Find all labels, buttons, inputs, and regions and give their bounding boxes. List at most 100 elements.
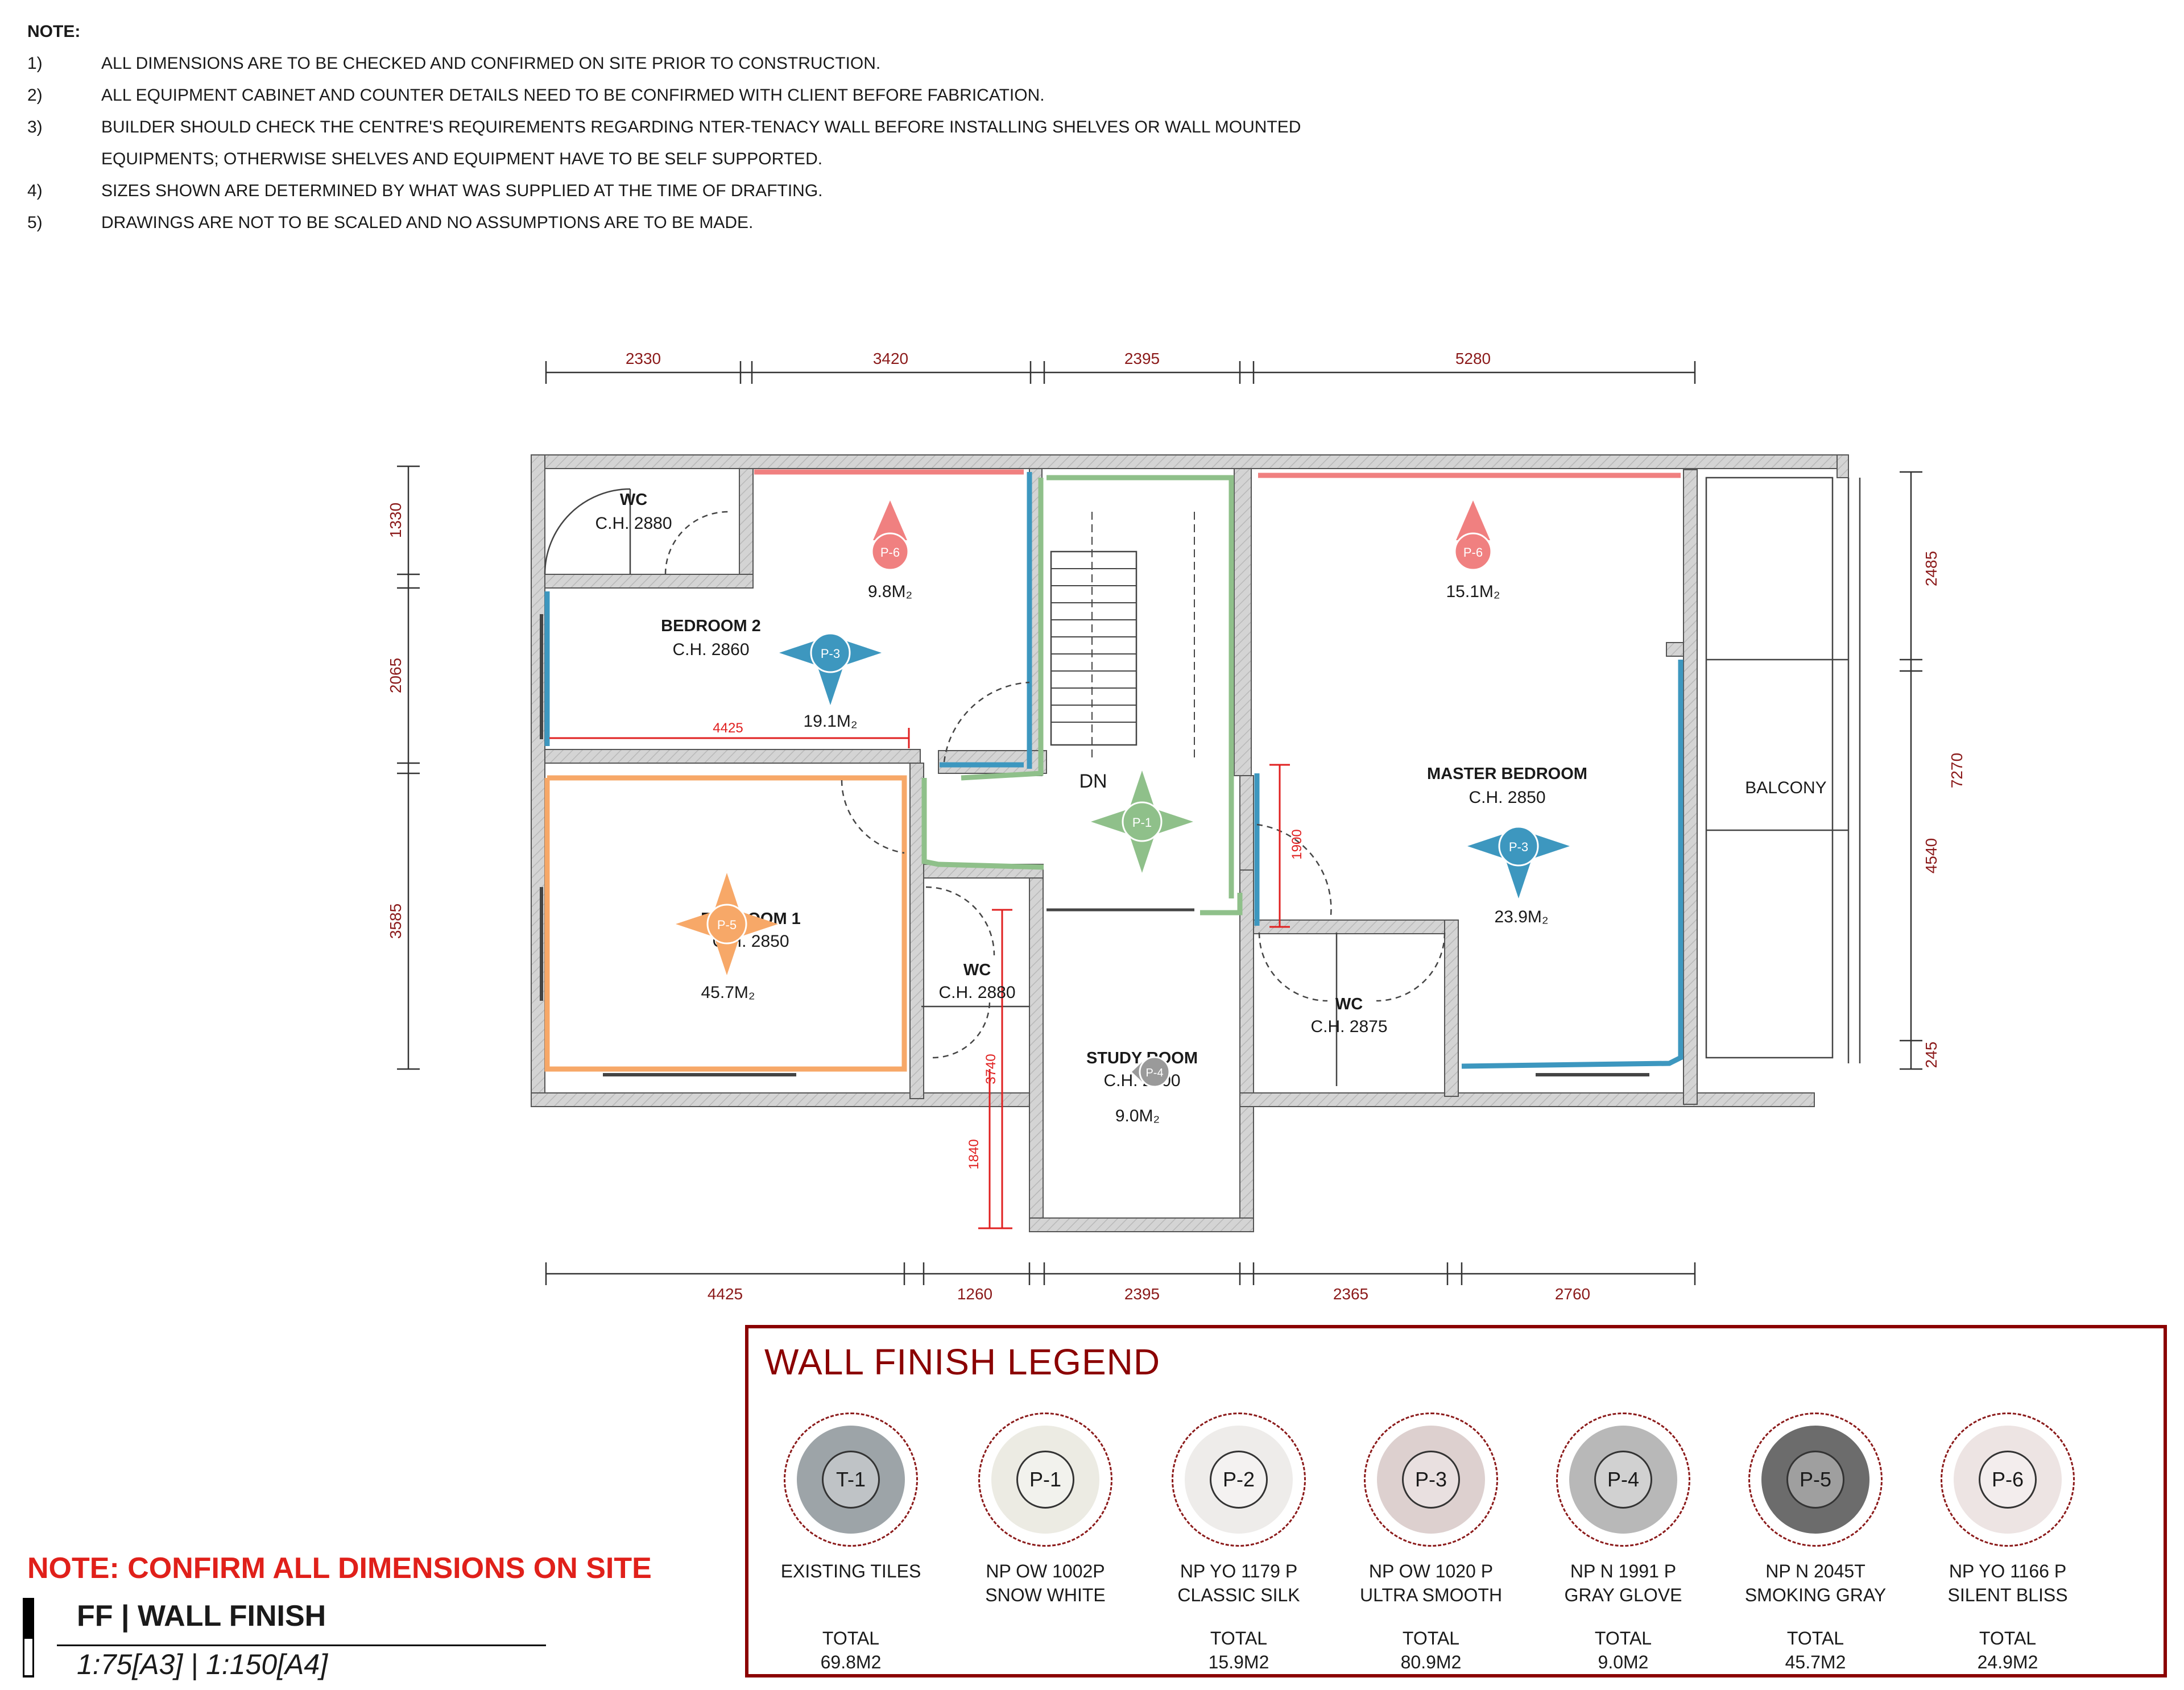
marker-p5-bedroom1: P-5 bbox=[676, 873, 778, 975]
marker-p4-study: P-4 bbox=[1132, 1056, 1170, 1088]
legend-title: WALL FINISH LEGEND bbox=[764, 1341, 1161, 1382]
wall-finish-legend: WALL FINISH LEGEND T-1 EXISTING TILES TO… bbox=[745, 1325, 2167, 1677]
note-number: 3) bbox=[27, 118, 43, 136]
note-text: ALL DIMENSIONS ARE TO BE CHECKED AND CON… bbox=[101, 54, 881, 73]
balcony-name: BALCONY bbox=[1745, 778, 1826, 797]
drawing-title: FF | WALL FINISH bbox=[77, 1600, 326, 1633]
drawing-scale: 1:75[A3] | 1:150[A4] bbox=[77, 1648, 328, 1680]
p3-code: P-3 bbox=[821, 647, 840, 661]
dim-right-3: 245 bbox=[1922, 1042, 1940, 1068]
swatch-code: P-5 bbox=[1786, 1451, 1844, 1509]
note-item: 3) BUILDER SHOULD CHECK THE CENTRE'S REQU… bbox=[27, 111, 1449, 143]
dim-top-2: 3420 bbox=[873, 350, 908, 367]
swatch-ring: P-2 bbox=[1172, 1413, 1306, 1547]
note-text: BUILDER SHOULD CHECK THE CENTRE'S REQUIR… bbox=[101, 118, 1301, 136]
note-item: 1)ALL DIMENSIONS ARE TO BE CHECKED AND C… bbox=[27, 48, 1449, 80]
swatch-code: P-2 bbox=[1210, 1451, 1268, 1509]
finish-markers: P-6 P-6 P-3 P-3 P-1 bbox=[676, 500, 1570, 1088]
marker-p3-bedroom2: P-3 bbox=[779, 632, 882, 705]
dim-internal-1: 4425 bbox=[713, 720, 743, 736]
swatch-ring: P-5 bbox=[1748, 1413, 1883, 1547]
dim-left-2: 2065 bbox=[387, 658, 404, 693]
dim-bottom-4: 2365 bbox=[1333, 1285, 1368, 1303]
note-text: EQUIPMENTS; OTHERWISE SHELVES AND EQUIPM… bbox=[101, 150, 823, 168]
general-notes: NOTE: 1)ALL DIMENSIONS ARE TO BE CHECKED… bbox=[27, 16, 1449, 239]
swatch-name: EXISTING TILES bbox=[760, 1559, 942, 1607]
title-rule bbox=[57, 1645, 546, 1646]
wc-top-name: WC bbox=[620, 491, 647, 509]
dim-overall-right: 7270 bbox=[1948, 753, 1966, 788]
swatch-name-line1: NP OW 1002P bbox=[986, 1561, 1105, 1581]
drawing-title-block: FF | WALL FINISH 1:75[A3] | 1:150[A4] bbox=[23, 1598, 546, 1683]
bedroom1-area: 45.7M₂ bbox=[701, 983, 755, 1002]
swatch-total-value: 45.7M2 bbox=[1785, 1652, 1846, 1672]
note-item: EQUIPMENTS; OTHERWISE SHELVES AND EQUIPM… bbox=[27, 143, 1449, 175]
swatch-disc: T-1 bbox=[797, 1426, 905, 1534]
note-number: 4) bbox=[27, 181, 43, 200]
note-text: SIZES SHOWN ARE DETERMINED BY WHAT WAS S… bbox=[101, 181, 823, 200]
master-ch: C.H. 2850 bbox=[1469, 788, 1545, 807]
dim-left-1: 1330 bbox=[387, 503, 404, 538]
swatch-ring: P-3 bbox=[1364, 1413, 1498, 1547]
dim-internal-2: 1900 bbox=[1289, 829, 1305, 859]
marker-p6-bedroom2: P-6 bbox=[871, 500, 909, 571]
swatch-total-label: TOTAL bbox=[1210, 1628, 1268, 1648]
marker-p1-stair: P-1 bbox=[1091, 771, 1193, 873]
p6-code: P-6 bbox=[1463, 545, 1483, 560]
room-labels: WC C.H. 2880 BEDROOM 2 C.H. 2860 19.1M₂ … bbox=[595, 491, 1826, 1125]
p3-code: P-3 bbox=[1509, 840, 1528, 854]
swatch-disc: P-3 bbox=[1377, 1426, 1485, 1534]
dim-bottom-2: 1260 bbox=[957, 1285, 992, 1303]
swatch-code: P-4 bbox=[1594, 1451, 1652, 1509]
p6-code: P-6 bbox=[880, 545, 900, 560]
swatch-disc: P-2 bbox=[1185, 1426, 1293, 1534]
internal-dimension-lines bbox=[549, 728, 1290, 1229]
dim-left-3: 3585 bbox=[387, 904, 404, 939]
note-text: DRAWINGS ARE NOT TO BE SCALED AND NO ASS… bbox=[101, 213, 754, 232]
bedroom2-name: BEDROOM 2 bbox=[661, 617, 761, 635]
wc-master-name: WC bbox=[1335, 995, 1363, 1013]
swatch-total: TOTAL 15.9M2 bbox=[1148, 1626, 1330, 1674]
p5-code: P-5 bbox=[717, 918, 737, 932]
bedroom2-wall-area: 9.8M₂ bbox=[868, 582, 912, 601]
note-item: 2)ALL EQUIPMENT CABINET AND COUNTER DETA… bbox=[27, 80, 1449, 111]
wc-master-ch: C.H. 2875 bbox=[1310, 1017, 1387, 1036]
swatch-total-value: 24.9M2 bbox=[1977, 1652, 2038, 1672]
swatch-disc: P-4 bbox=[1569, 1426, 1677, 1534]
swatch-name-line2: SILENT BLISS bbox=[1947, 1585, 2068, 1605]
swatch-disc: P-1 bbox=[991, 1426, 1099, 1534]
swatch-name-line2: GRAY GLOVE bbox=[1564, 1585, 1682, 1605]
dim-top-4: 5280 bbox=[1455, 350, 1491, 367]
p1-code: P-1 bbox=[1132, 815, 1152, 830]
swatch-name-line2: CLASSIC SILK bbox=[1177, 1585, 1300, 1605]
swatch-total-value: 69.8M2 bbox=[820, 1652, 882, 1672]
wc-top-ch: C.H. 2880 bbox=[595, 514, 672, 533]
swatch-total-label: TOTAL bbox=[822, 1628, 880, 1648]
note-item: 4) SIZES SHOWN ARE DETERMINED BY WHAT WAS… bbox=[27, 175, 1449, 207]
swatch-ring: P-1 bbox=[978, 1413, 1112, 1547]
swatch-total-label: TOTAL bbox=[1594, 1628, 1652, 1648]
swatch-name-line1: NP YO 1166 P bbox=[1949, 1561, 2067, 1581]
note-item: 5) DRAWINGS ARE NOT TO BE SCALED AND NO A… bbox=[27, 207, 1449, 239]
marker-p3-master: P-3 bbox=[1467, 826, 1570, 898]
bedroom2-ch: C.H. 2860 bbox=[672, 640, 749, 659]
notes-heading: NOTE: bbox=[27, 22, 81, 41]
p4-code: P-4 bbox=[1145, 1067, 1163, 1079]
dim-bottom-3: 2395 bbox=[1124, 1285, 1160, 1303]
dim-internal-4: 1840 bbox=[966, 1139, 982, 1169]
note-number: 2) bbox=[27, 86, 43, 105]
title-bar-marker-inner bbox=[24, 1639, 32, 1675]
note-number: 5) bbox=[27, 213, 43, 232]
master-name: MASTER BEDROOM bbox=[1427, 765, 1587, 783]
swatch-total-value: 15.9M2 bbox=[1208, 1652, 1269, 1672]
